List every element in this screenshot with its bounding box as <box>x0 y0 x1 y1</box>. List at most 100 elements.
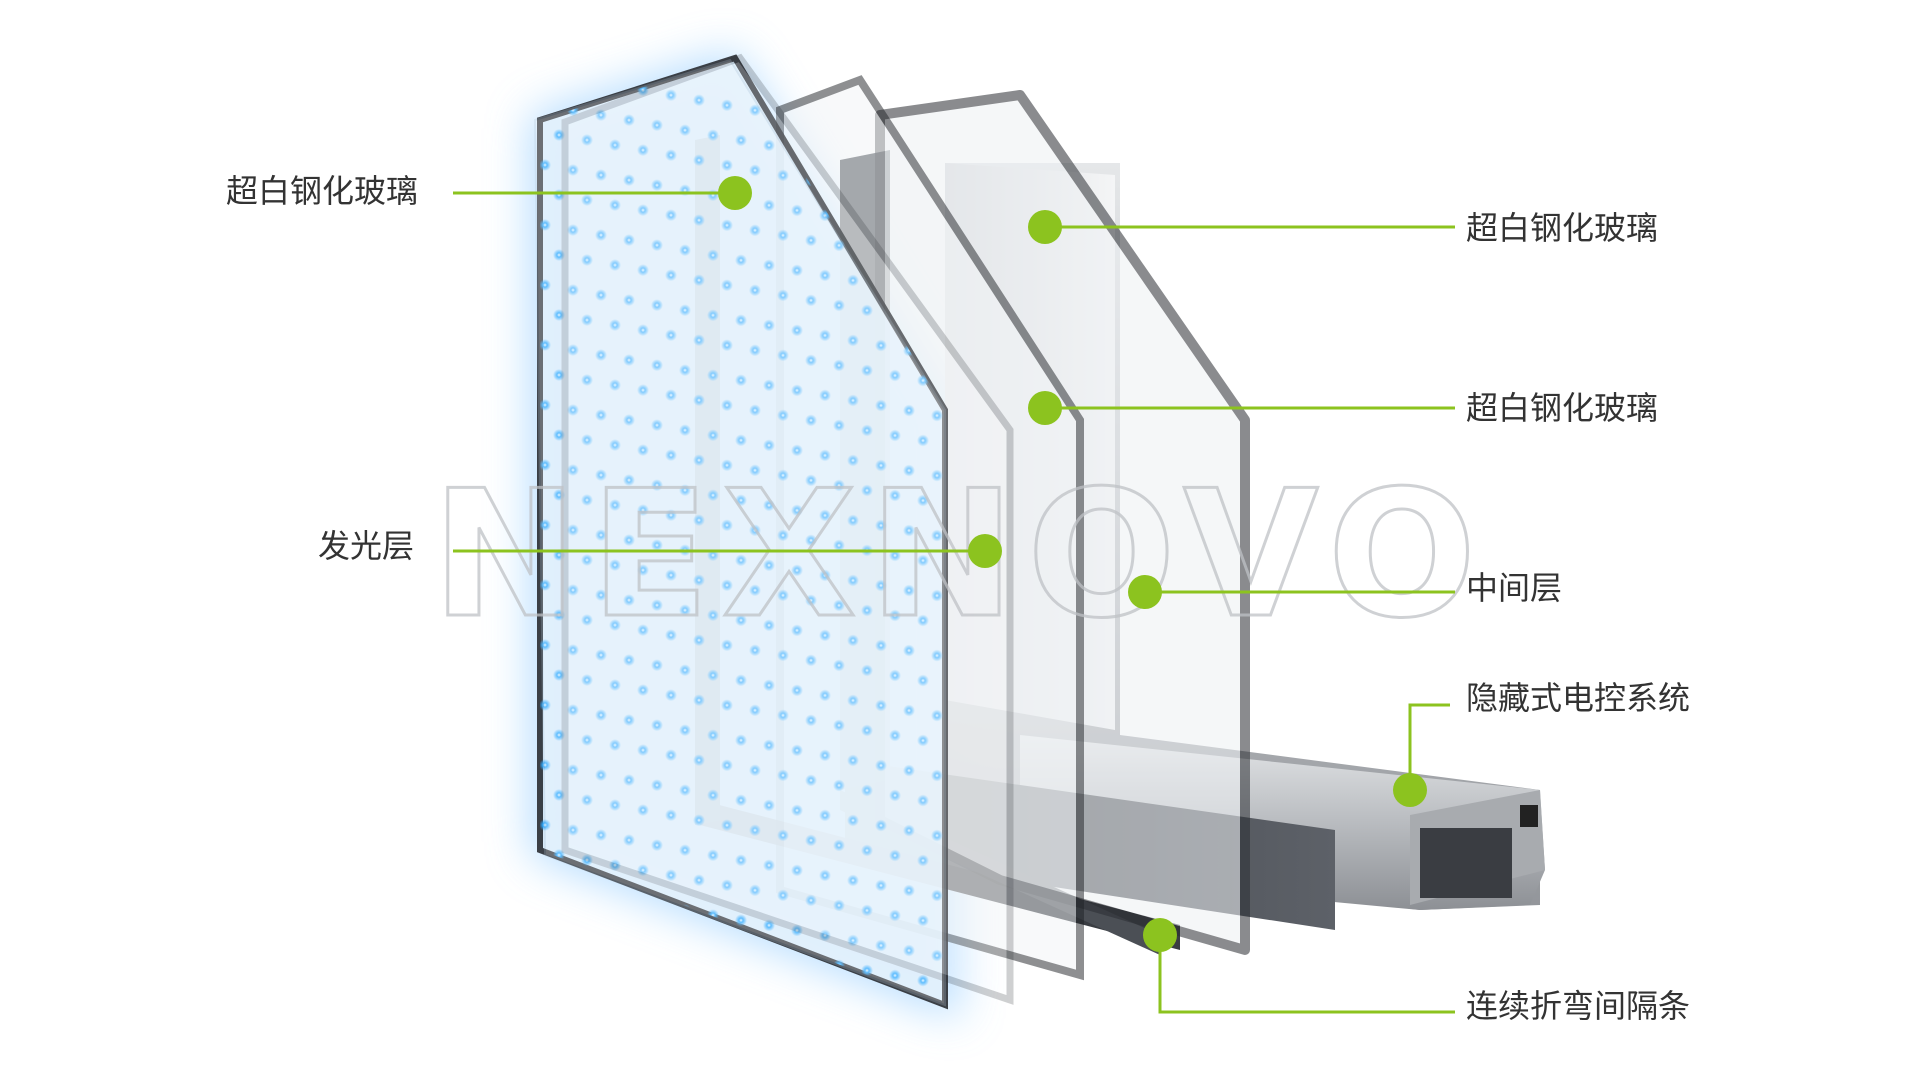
led-dot <box>679 364 691 377</box>
led-dot <box>791 384 803 397</box>
led-dot <box>707 309 719 322</box>
led-dot <box>903 1065 915 1077</box>
glass-pane-front <box>561 53 1014 1005</box>
led-dot <box>847 874 859 887</box>
led-dot <box>623 474 635 487</box>
led-dot <box>707 129 719 142</box>
led-dot <box>609 679 621 692</box>
led-dot <box>623 1014 635 1026</box>
led-dot <box>847 814 859 827</box>
led-dot <box>665 269 677 282</box>
led-dot <box>819 449 831 462</box>
led-dot <box>791 504 803 517</box>
led-dot <box>805 834 817 847</box>
led-dot <box>665 569 677 582</box>
led-dot <box>665 389 677 402</box>
led-dot <box>651 359 663 372</box>
led-dot <box>623 534 635 547</box>
led-dot <box>749 524 761 537</box>
led-dot <box>763 799 775 812</box>
callout-dots <box>718 176 1427 952</box>
led-dot <box>917 494 929 507</box>
led-dot <box>903 644 915 657</box>
led-dot <box>707 789 719 802</box>
led-dot <box>791 324 803 337</box>
label-glass-right-top: 超白钢化玻璃 <box>1466 209 1659 247</box>
led-dot <box>805 774 817 787</box>
led-dot <box>749 944 761 957</box>
led-dot <box>749 884 761 897</box>
led-dot <box>707 249 719 262</box>
led-dot <box>847 994 859 1005</box>
led-dot <box>595 1009 607 1021</box>
led-dot <box>847 514 859 527</box>
led-dot <box>553 69 565 81</box>
control-profile-slot-small <box>1520 805 1538 827</box>
led-dot <box>791 264 803 277</box>
led-dot <box>791 744 803 757</box>
led-dot <box>651 179 663 192</box>
label-glass-left: 超白钢化玻璃 <box>225 172 418 210</box>
led-dot <box>749 224 761 237</box>
led-dot <box>623 714 635 727</box>
led-dot <box>903 944 915 957</box>
led-dot <box>595 469 607 482</box>
led-dot <box>735 314 747 327</box>
led-dot <box>623 774 635 787</box>
led-dot <box>679 724 691 737</box>
led-dot <box>609 139 621 152</box>
led-dot <box>623 414 635 427</box>
led-dot <box>553 789 565 801</box>
led-dot <box>637 444 649 457</box>
led-dot <box>791 1044 803 1056</box>
led-dot <box>777 229 789 242</box>
led-dot <box>805 414 817 427</box>
led-dot <box>791 564 803 577</box>
led-dot <box>679 304 691 317</box>
led-dot <box>651 299 663 312</box>
led-dot <box>833 419 845 432</box>
led-dot <box>889 909 901 922</box>
led-dot <box>889 969 901 982</box>
led-dot <box>567 884 579 897</box>
led-dot <box>861 364 873 377</box>
led-dot <box>707 1029 719 1041</box>
callout-lines <box>453 191 1455 1014</box>
led-dot <box>721 939 733 952</box>
led-dot <box>567 584 579 597</box>
led-dot <box>637 504 649 517</box>
led-dot <box>847 454 859 467</box>
led-dot <box>847 754 859 767</box>
led-dot <box>609 559 621 572</box>
led-dot <box>861 964 873 977</box>
led-dot <box>581 914 593 927</box>
led-dot <box>609 919 621 932</box>
led-dot <box>693 274 705 287</box>
led-dot <box>553 609 565 621</box>
dot-emissive <box>968 534 1002 568</box>
led-dot <box>819 989 831 1002</box>
led-dot <box>665 509 677 522</box>
led-dot <box>791 984 803 997</box>
led-dot <box>595 829 607 842</box>
led-dot <box>917 974 929 987</box>
led-dot <box>903 404 915 417</box>
led-dot <box>679 664 691 677</box>
led-dot <box>581 134 593 147</box>
led-dot <box>553 309 565 321</box>
led-dot <box>777 469 789 482</box>
led-dot <box>721 279 733 292</box>
led-dot <box>693 634 705 647</box>
led-dot <box>931 529 943 542</box>
label-emissive-layer: 发光层 <box>317 527 414 565</box>
led-dot <box>679 1024 691 1036</box>
led-dot <box>693 214 705 227</box>
led-dot <box>931 769 943 782</box>
led-dot <box>567 164 579 177</box>
dot-glass-r1 <box>1028 210 1062 244</box>
led-dot <box>903 584 915 597</box>
led-dot <box>903 1004 915 1005</box>
led-dot <box>693 394 705 407</box>
led-dot <box>637 144 649 157</box>
dot-glass-r2 <box>1028 391 1062 425</box>
